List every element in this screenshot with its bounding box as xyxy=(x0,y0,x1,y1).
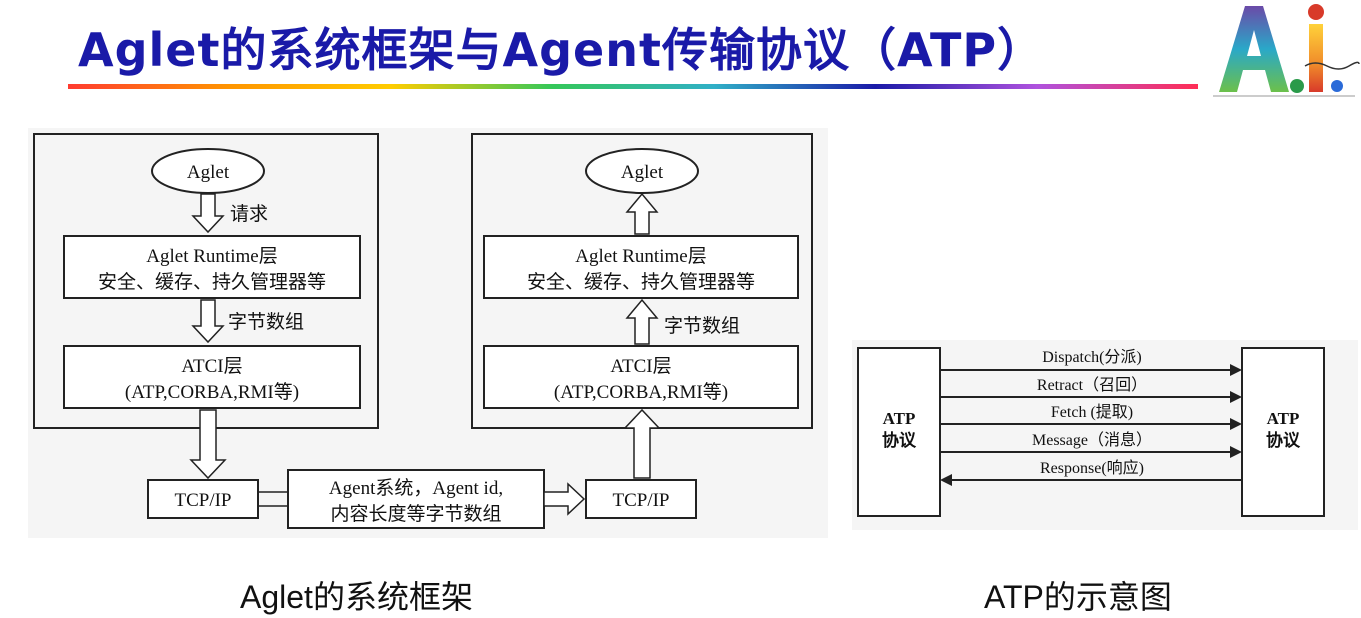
right-atci-box xyxy=(483,345,799,409)
message-dispatch: Dispatch(分派) xyxy=(1042,348,1142,366)
atp-right-line2: 协议 xyxy=(1266,430,1301,450)
atp-left-box xyxy=(857,347,941,517)
left-aglet-label: Aglet xyxy=(187,162,230,183)
aglet-framework-diagram: Aglet 请求 Aglet Runtime层 安全、缓存、持久管理器等 字节数… xyxy=(28,128,828,538)
left-atci-line1: ATCI层 xyxy=(181,356,242,377)
right-caption: ATP的示意图 xyxy=(984,579,1172,615)
right-up-arrow-2 xyxy=(625,298,659,345)
atp-left-line1: ATP xyxy=(883,409,916,428)
right-atci-line2: (ATP,CORBA,RMI等) xyxy=(554,381,728,403)
right-runtime-box xyxy=(483,235,799,299)
left-down-arrow-2 xyxy=(191,299,225,344)
left-atci-line2: (ATP,CORBA,RMI等) xyxy=(125,381,299,403)
left-down-arrow-3 xyxy=(189,409,227,480)
tcp-left-box xyxy=(147,479,259,519)
right-up-arrow-3 xyxy=(623,408,661,479)
right-aglet-label: Aglet xyxy=(621,162,664,183)
left-runtime-line1: Aglet Runtime层 xyxy=(146,246,277,267)
left-runtime-line2: 安全、缓存、持久管理器等 xyxy=(98,271,326,293)
left-aglet-ellipse xyxy=(151,148,265,194)
connector-left xyxy=(258,491,288,507)
ai-logo-icon xyxy=(1213,4,1360,97)
left-runtime-box xyxy=(63,235,361,299)
tcp-right-box xyxy=(585,479,697,519)
atp-left-line2: 协议 xyxy=(882,430,917,450)
tcp-left-label: TCP/IP xyxy=(174,490,231,511)
right-arrow-to-tcp xyxy=(543,482,586,516)
right-bytes-label: 字节数组 xyxy=(664,315,740,337)
atp-diagram: ATP 协议 ATP 协议 Dispatch(分派) Retract（召回） F… xyxy=(852,340,1358,530)
middle-line1: Agent系统，Agent id, xyxy=(329,477,503,499)
request-label: 请求 xyxy=(230,203,268,225)
page-title: Aglet的系统框架与Agent传输协议（ATP） xyxy=(78,23,1045,77)
tcp-right-label: TCP/IP xyxy=(612,490,669,511)
right-up-arrow-1 xyxy=(625,192,659,235)
right-atci-line1: ATCI层 xyxy=(610,356,671,377)
atp-right-line1: ATP xyxy=(1267,409,1300,428)
message-response: Response(响应) xyxy=(1040,458,1144,477)
middle-content-box xyxy=(287,469,545,529)
left-caption: Aglet的系统框架 xyxy=(240,579,473,615)
middle-line2: 内容长度等字节数组 xyxy=(330,503,501,525)
message-message: Message（消息） xyxy=(1032,431,1152,449)
left-atci-box xyxy=(63,345,361,409)
message-retract: Retract（召回） xyxy=(1037,376,1147,394)
message-fetch: Fetch (提取) xyxy=(1051,403,1133,421)
left-bytes-label: 字节数组 xyxy=(228,311,304,333)
title-underline xyxy=(68,84,1198,89)
left-down-arrow-1 xyxy=(191,193,225,234)
atp-right-box xyxy=(1241,347,1325,517)
right-runtime-line1: Aglet Runtime层 xyxy=(575,246,706,267)
right-runtime-line2: 安全、缓存、持久管理器等 xyxy=(527,271,755,293)
